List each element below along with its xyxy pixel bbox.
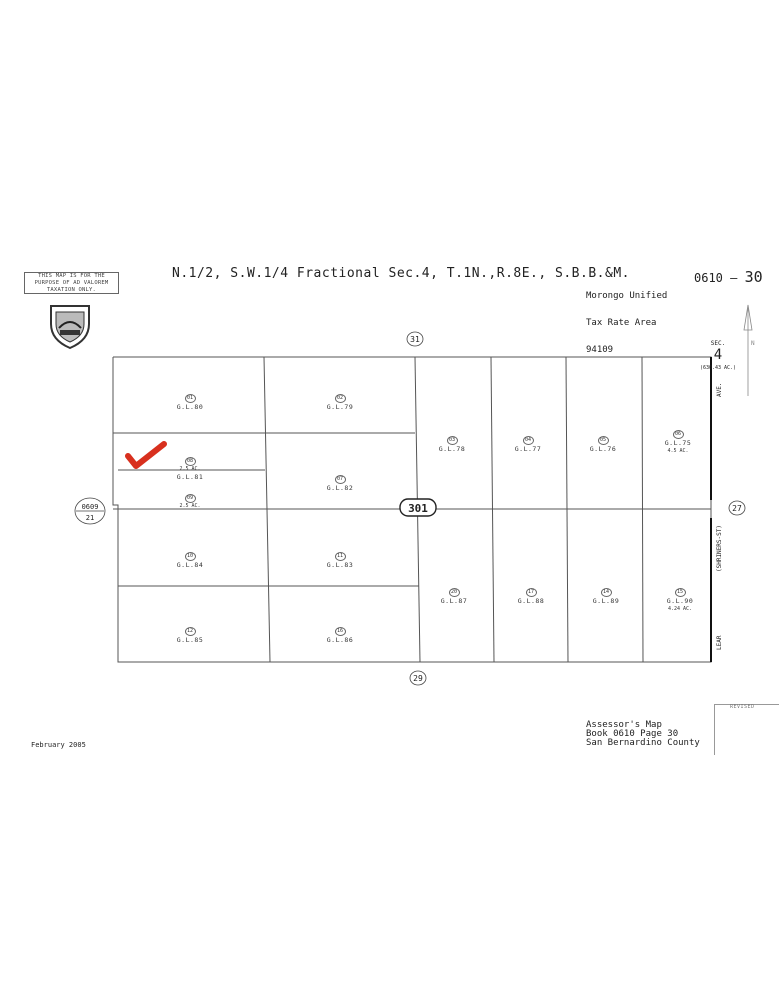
map-number: 0610 – 30 bbox=[694, 268, 763, 286]
map-date: February 2005 bbox=[31, 741, 86, 749]
assessor-line-1: Assessor's Map bbox=[586, 720, 662, 730]
section-number: 4 bbox=[714, 347, 722, 363]
east-page-circle bbox=[728, 500, 746, 516]
tax-rate-area-label: Tax Rate Area bbox=[586, 318, 657, 328]
government-lot-label: G.L.79 bbox=[326, 403, 354, 411]
parcel-acres: 4.24 AC. bbox=[667, 606, 693, 612]
road-number: 301 bbox=[408, 502, 428, 515]
assessor-block: Assessor's Map Book 0610 Page 30 San Ber… bbox=[586, 721, 700, 748]
revised-box bbox=[714, 704, 779, 755]
map-number-prefix: 0610 – bbox=[694, 271, 738, 285]
government-lot-label: G.L.88 bbox=[517, 597, 545, 605]
disclaimer-text: THIS MAP IS FOR THE PURPOSE OF AD VALORE… bbox=[34, 273, 109, 293]
government-lot-label: G.L.78 bbox=[438, 445, 466, 453]
parcel-number: 03 bbox=[446, 436, 458, 445]
north-page-number: 31 bbox=[410, 335, 420, 344]
parcel-number: 17 bbox=[525, 588, 537, 597]
parcel-number: 16 bbox=[334, 627, 346, 636]
government-lot-label: G.L.80 bbox=[176, 403, 204, 411]
street-label-ave: AVE. bbox=[716, 383, 723, 397]
street-label-lear: LEAR bbox=[716, 635, 723, 650]
government-lot-label: G.L.81 bbox=[176, 473, 204, 481]
government-lot-label: G.L.86 bbox=[326, 636, 354, 644]
county-seal-icon: SAN BDNO bbox=[48, 302, 92, 354]
south-page-circle bbox=[409, 670, 427, 686]
parcel-number: 20 bbox=[448, 588, 460, 597]
parcel-number: 02 bbox=[334, 394, 346, 403]
government-lot-label: G.L.83 bbox=[326, 561, 354, 569]
parcel-number: 11 bbox=[334, 552, 346, 561]
east-page-number: 27 bbox=[732, 504, 742, 513]
tax-rate-area-block: Morongo Unified Tax Rate Area 94109 bbox=[586, 274, 667, 364]
parcel-number: 09 bbox=[184, 494, 196, 503]
assessor-line-2: Book 0610 Page 30 bbox=[586, 729, 679, 739]
map-number-page: 30 bbox=[744, 268, 763, 286]
section-area: (630.43 AC.) bbox=[700, 365, 736, 371]
parcel-number: 15 bbox=[674, 588, 686, 597]
parcel-number: 08 bbox=[184, 457, 196, 466]
red-checkmark-icon bbox=[125, 441, 167, 469]
parcel-number: 01 bbox=[184, 394, 196, 403]
street-label-shriners: (SHRINERS-ST) bbox=[716, 525, 723, 572]
government-lot-label: G.L.90 bbox=[666, 597, 694, 605]
svg-text:SAN BDNO: SAN BDNO bbox=[62, 308, 79, 312]
north-arrow-label: N bbox=[751, 340, 755, 347]
tax-rate-area-number: 94109 bbox=[586, 345, 614, 355]
government-lot-label: G.L.82 bbox=[326, 484, 354, 492]
parcel-number: 06 bbox=[672, 430, 684, 439]
revised-label: REVISED bbox=[730, 704, 755, 710]
parcel-number: 14 bbox=[600, 588, 612, 597]
government-lot-label: G.L.89 bbox=[592, 597, 620, 605]
west-page-top: 0609 bbox=[82, 503, 99, 511]
government-lot-label: G.L.87 bbox=[440, 597, 468, 605]
government-lot-label: G.L.77 bbox=[514, 445, 542, 453]
parcel-acres: 2.5 AC. bbox=[179, 503, 201, 509]
parcel-number: 07 bbox=[334, 475, 346, 484]
west-page-bottom: 21 bbox=[86, 514, 94, 522]
south-page-number: 29 bbox=[413, 674, 423, 683]
parcel-number: 04 bbox=[522, 436, 534, 445]
parcel-acres: 4.5 AC. bbox=[667, 448, 689, 454]
map-title: N.1/2, S.W.1/4 Fractional Sec.4, T.1N.,R… bbox=[172, 266, 630, 281]
government-lot-label: G.L.84 bbox=[176, 561, 204, 569]
government-lot-label: G.L.76 bbox=[589, 445, 617, 453]
north-arrow-icon: N bbox=[743, 304, 755, 396]
government-lot-label: G.L.85 bbox=[176, 636, 204, 644]
road-number-box bbox=[399, 498, 437, 517]
parcel-number: 10 bbox=[184, 552, 196, 561]
government-lot-label: G.L.75 bbox=[664, 439, 692, 447]
parcel-acres: 2.5 AC. bbox=[179, 466, 201, 472]
north-page-circle bbox=[406, 331, 424, 347]
disclaimer-box: THIS MAP IS FOR THE PURPOSE OF AD VALORE… bbox=[24, 272, 119, 294]
parcel-number: 12 bbox=[184, 627, 196, 636]
section-label: SEC. bbox=[711, 340, 725, 347]
school-district: Morongo Unified bbox=[586, 291, 668, 301]
parcel-number: 05 bbox=[597, 436, 609, 445]
assessor-line-3: San Bernardino County bbox=[586, 738, 700, 748]
